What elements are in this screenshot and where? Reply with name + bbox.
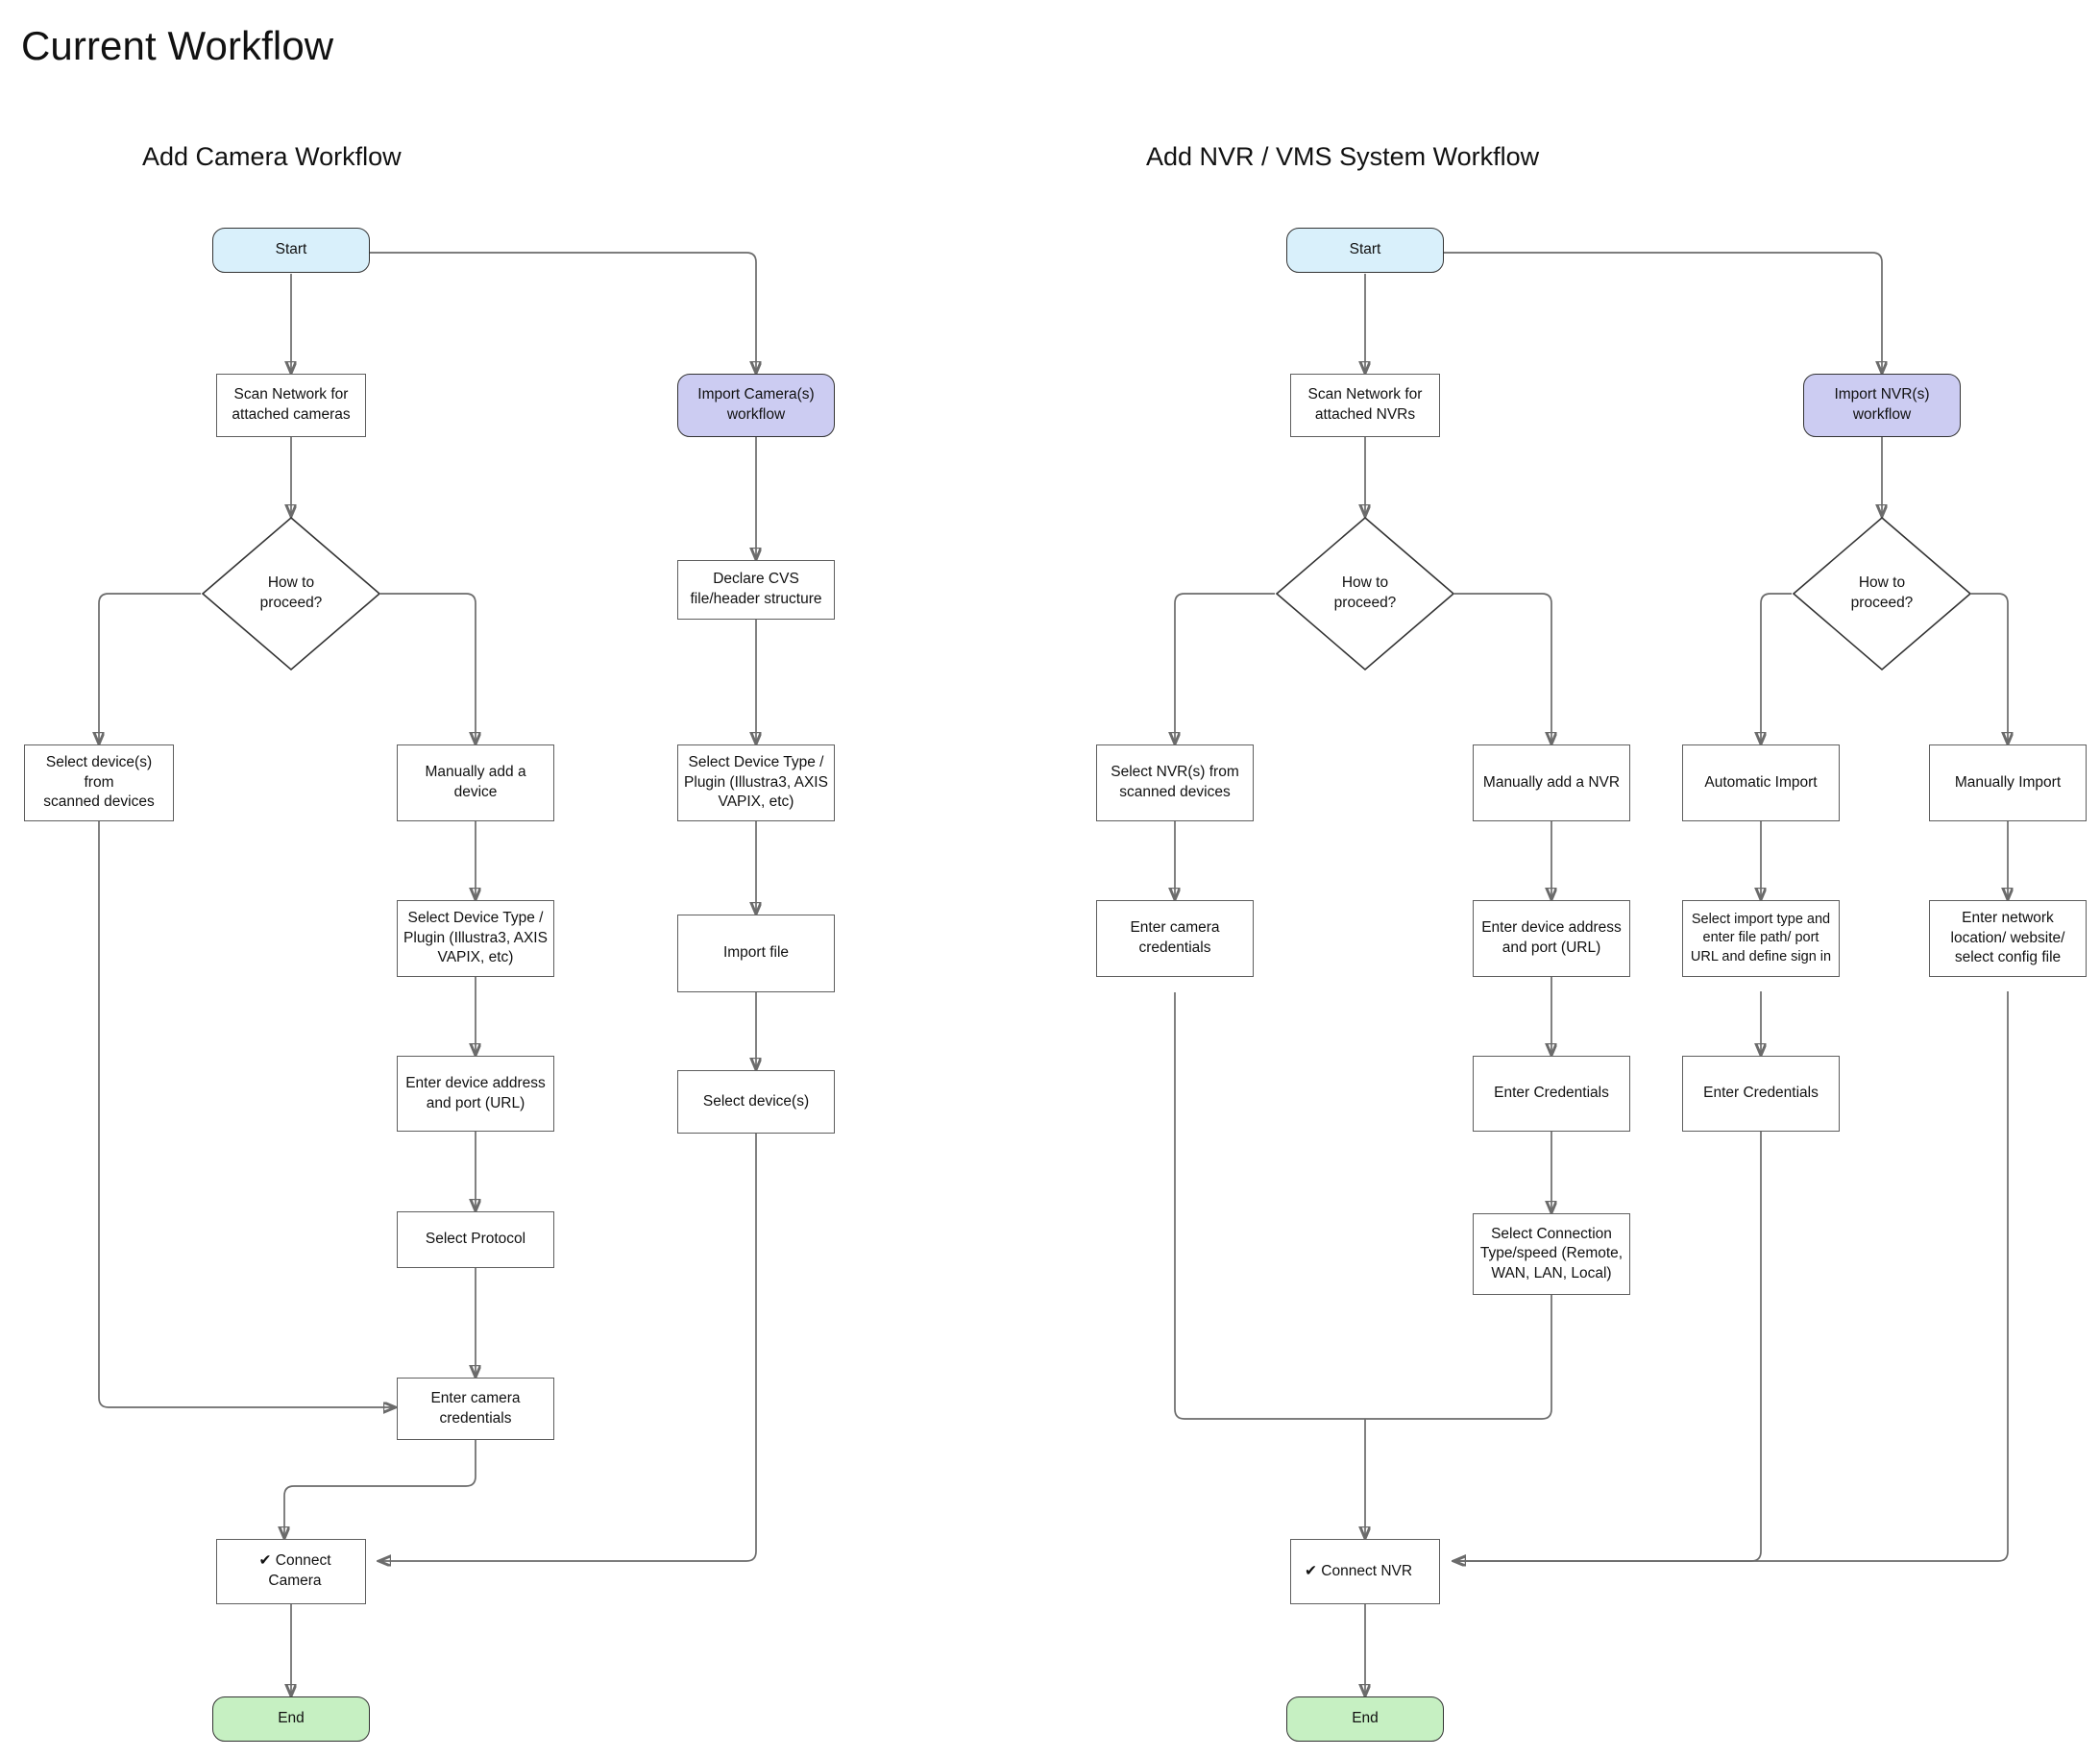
camera-import-file-node[interactable]: Import file [677, 915, 835, 992]
camera-select-plugin-manual-node[interactable]: Select Device Type / Plugin (Illustra3, … [397, 900, 554, 977]
nvr-decision-left-label: How to proceed? [1333, 574, 1397, 611]
camera-declare-csv-node[interactable]: Declare CVS file/header structure [677, 560, 835, 620]
diamond-shape [1275, 516, 1455, 671]
camera-select-scanned-node[interactable]: Select device(s) from scanned devices [24, 744, 174, 821]
column-title-nvr: Add NVR / VMS System Workflow [1146, 142, 1540, 171]
nvr-enter-address-node[interactable]: Enter device address and port (URL) [1473, 900, 1630, 977]
camera-import-subflow-node[interactable]: Import Camera(s) workflow [677, 374, 835, 437]
camera-connect-node[interactable]: ✔ Connect Camera [216, 1539, 366, 1604]
nvr-enter-camera-credentials-node[interactable]: Enter camera credentials [1096, 900, 1254, 977]
nvr-manual-add-node[interactable]: Manually add a NVR [1473, 744, 1630, 821]
nvr-import-subflow-node[interactable]: Import NVR(s) workflow [1803, 374, 1961, 437]
nvr-manual-import-node[interactable]: Manually Import [1929, 744, 2087, 821]
camera-decision-how-to-proceed[interactable]: How to proceed? [201, 516, 381, 671]
camera-start-node[interactable]: Start [212, 228, 370, 273]
camera-decision-label: How to proceed? [259, 574, 323, 611]
nvr-select-scanned-node[interactable]: Select NVR(s) from scanned devices [1096, 744, 1254, 821]
diamond-shape [201, 516, 381, 671]
nvr-decision-how-to-proceed-left[interactable]: How to proceed? [1275, 516, 1455, 671]
nvr-connect-node[interactable]: ✔ Connect NVR [1290, 1539, 1440, 1604]
camera-enter-address-node[interactable]: Enter device address and port (URL) [397, 1056, 554, 1132]
nvr-end-node[interactable]: End [1286, 1696, 1444, 1742]
camera-manual-add-node[interactable]: Manually add a device [397, 744, 554, 821]
camera-enter-credentials-node[interactable]: Enter camera credentials [397, 1378, 554, 1440]
nvr-enter-network-location-node[interactable]: Enter network location/ website/ select … [1929, 900, 2087, 977]
nvr-select-import-type-node[interactable]: Select import type and enter file path/ … [1682, 900, 1840, 977]
nvr-enter-credentials-manual-node[interactable]: Enter Credentials [1473, 1056, 1630, 1132]
camera-end-node[interactable]: End [212, 1696, 370, 1742]
nvr-scan-network-node[interactable]: Scan Network for attached NVRs [1290, 374, 1440, 437]
page-title: Current Workflow [21, 23, 334, 68]
column-title-camera: Add Camera Workflow [142, 142, 402, 171]
nvr-decision-how-to-proceed-right[interactable]: How to proceed? [1792, 516, 1972, 671]
camera-scan-network-node[interactable]: Scan Network for attached cameras [216, 374, 366, 437]
diamond-shape [1792, 516, 1972, 671]
camera-select-protocol-node[interactable]: Select Protocol [397, 1211, 554, 1268]
nvr-enter-credentials-auto-node[interactable]: Enter Credentials [1682, 1056, 1840, 1132]
nvr-automatic-import-node[interactable]: Automatic Import [1682, 744, 1840, 821]
camera-select-devices-node[interactable]: Select device(s) [677, 1070, 835, 1134]
camera-select-plugin-import-node[interactable]: Select Device Type / Plugin (Illustra3, … [677, 744, 835, 821]
nvr-decision-right-label: How to proceed? [1850, 574, 1914, 611]
nvr-start-node[interactable]: Start [1286, 228, 1444, 273]
nvr-select-connection-type-node[interactable]: Select Connection Type/speed (Remote, WA… [1473, 1213, 1630, 1295]
